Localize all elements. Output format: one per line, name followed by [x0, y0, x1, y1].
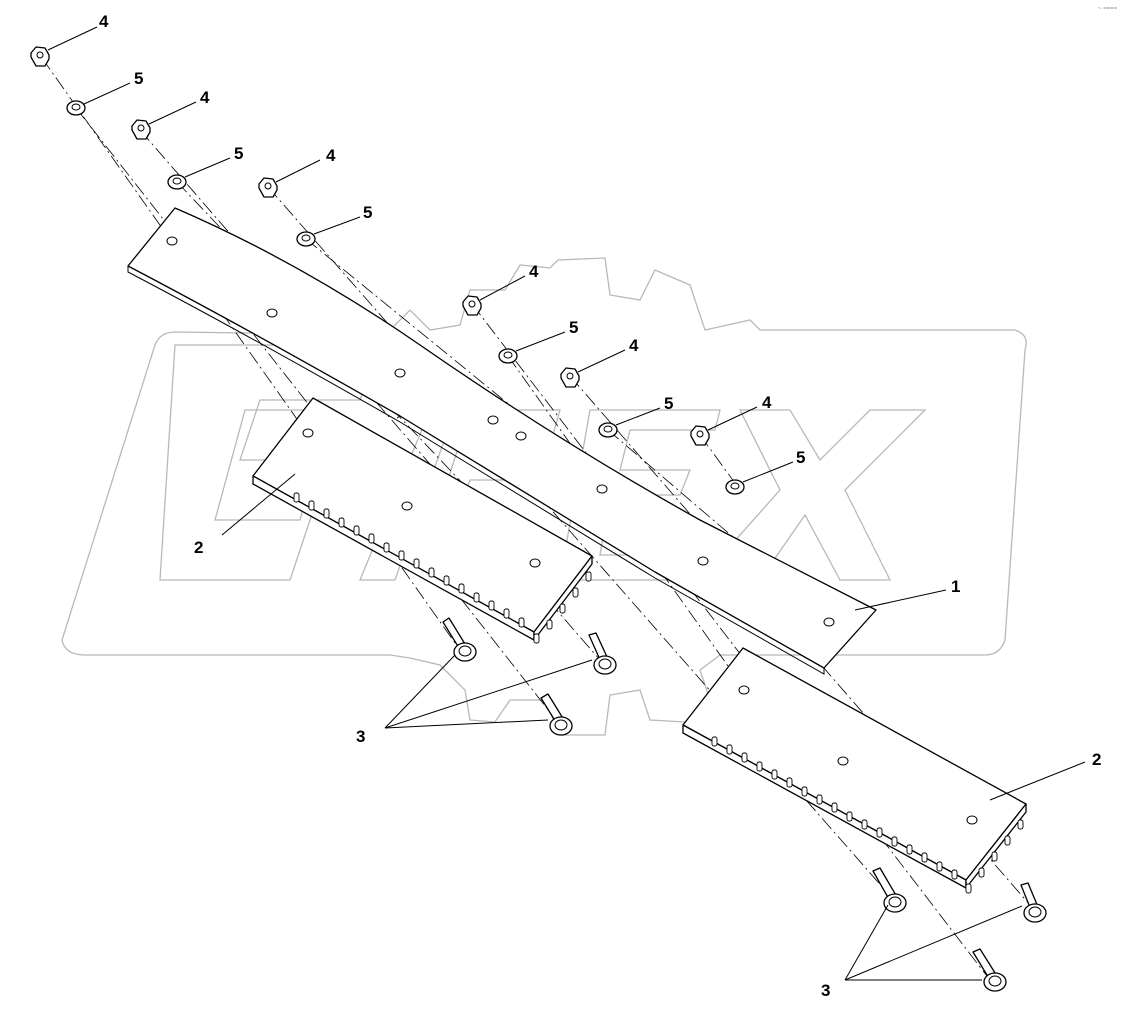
callout-5: 5	[664, 394, 673, 413]
leader-lines	[47, 26, 1086, 981]
hex-nut	[560, 367, 580, 388]
callout-1: 1	[951, 577, 960, 596]
part-1-long-bar	[127, 207, 877, 675]
callout-5: 5	[234, 144, 243, 163]
washer	[498, 348, 518, 364]
washers	[66, 100, 745, 495]
callout-4: 4	[326, 146, 336, 165]
hex-nut	[690, 425, 710, 446]
bolt	[972, 948, 1007, 992]
washer	[66, 100, 86, 116]
callout-4: 4	[99, 12, 109, 31]
callout-4: 4	[200, 88, 210, 107]
bolt	[1020, 882, 1047, 923]
callout-5: 5	[134, 69, 143, 88]
callout-2: 2	[1092, 750, 1101, 769]
hex-nut	[462, 295, 482, 316]
callout-5: 5	[569, 318, 578, 337]
callout-3: 3	[356, 727, 365, 746]
hex-nuts	[30, 46, 710, 446]
washer	[725, 479, 745, 495]
callout-3: 3	[821, 981, 830, 1000]
callout-5: 5	[796, 448, 805, 467]
part-2-right-blade	[682, 647, 1027, 894]
bolt	[872, 867, 907, 913]
callout-4: 4	[762, 393, 772, 412]
corner-mark: ~ ====	[1098, 6, 1118, 12]
right-blade-teeth	[711, 736, 1024, 894]
hex-nut	[258, 177, 278, 198]
callout-4: 4	[529, 262, 539, 281]
bolt	[540, 693, 573, 736]
callout-labels: 4 5 4 5 4 5 4 5 4 5 4 5 1 2 2 3 3	[99, 12, 1101, 1000]
callout-2: 2	[194, 538, 203, 557]
carriage-bolts	[442, 617, 1047, 992]
callout-4: 4	[629, 336, 639, 355]
callout-5: 5	[363, 203, 372, 222]
part-2-left-blade	[252, 397, 593, 644]
washer	[598, 422, 618, 438]
bolt	[442, 617, 477, 662]
left-blade-teeth	[293, 492, 592, 644]
washer	[296, 231, 316, 247]
bolt	[588, 632, 617, 675]
hex-nut	[131, 119, 151, 140]
hex-nut	[30, 46, 50, 67]
washer	[167, 174, 187, 190]
